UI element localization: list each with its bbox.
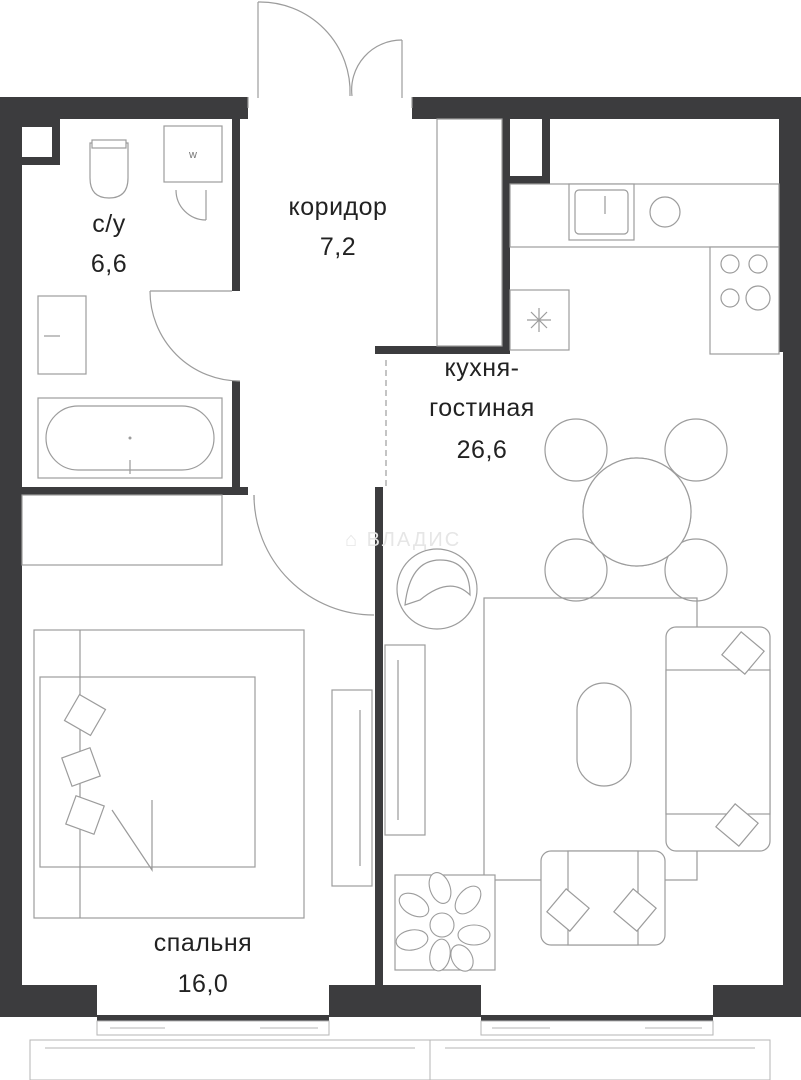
washer-icon	[163, 125, 223, 183]
kitchen-fixtures	[385, 183, 780, 487]
bedroom-area: 16,0	[178, 970, 229, 998]
corridor-area: 7,2	[320, 233, 356, 261]
bathroom-area: 6,6	[91, 250, 127, 278]
bedroom-name: спальня	[154, 929, 252, 957]
plant-icon	[395, 872, 491, 972]
living-area	[384, 597, 771, 972]
kitchen-area: 26,6	[457, 436, 508, 464]
kitchen-name-line1: кухня-	[445, 354, 520, 382]
bedroom-furniture	[21, 494, 375, 919]
corridor-name: коридор	[289, 193, 388, 221]
bathroom-fixtures: w	[37, 125, 241, 479]
room-labels: с/у 6,6 коридор 7,2 кухня- гостиная 26,6…	[91, 193, 535, 998]
bathroom-name: с/у	[92, 210, 125, 238]
windows	[29, 1020, 771, 1080]
watermark: ⌂ ВЛАДИС	[345, 529, 461, 551]
corridor-wardrobe	[436, 118, 503, 347]
walls	[0, 97, 801, 1021]
armchair	[396, 548, 478, 630]
dining-set	[544, 418, 728, 602]
washer-label: w	[188, 149, 197, 161]
kitchen-name-line2: гостиная	[429, 394, 535, 422]
entrance-door	[247, 1, 413, 108]
